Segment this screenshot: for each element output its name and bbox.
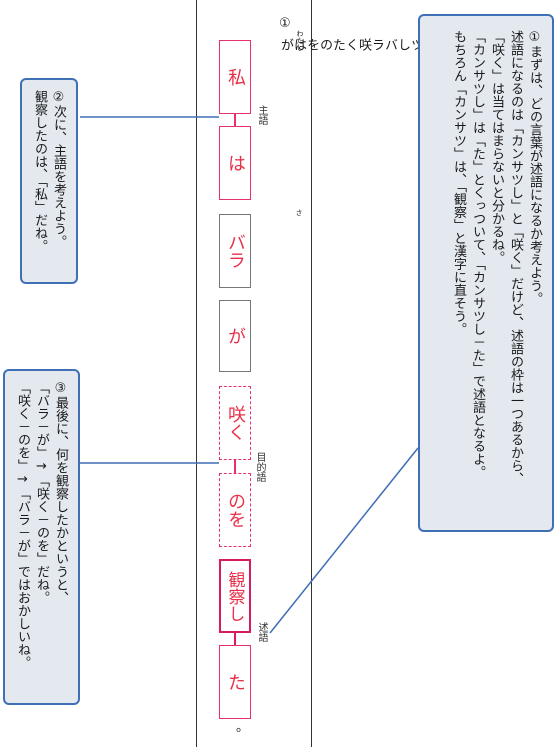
ruby-watashi: わたし [296,30,304,51]
answer-box-wa: は [219,126,251,200]
callout-subject-explanation: ②次に、主語を考えよう。 観察したのは、「私」だね。 [20,78,78,284]
link-watashi-wa [234,114,236,126]
answer-box-nowo: のを [219,473,251,547]
callout-object-explanation: ③最後に、何を観察したかというと、 「バラ－が」→「咲く－のを」だね。 「咲く－… [3,369,80,705]
label-predicate: 述語 [256,622,267,642]
answer-box-kansatsushi: 観察し [219,559,251,633]
answer-box-watashi: 私 [219,40,251,114]
callout-predicate-explanation: ①まずは、どの言葉が述語になるか考えよう。 述語になるのは「カンサツし」と「咲く… [418,14,554,532]
sentence-number: ① [279,16,291,31]
label-object: 目的語 [254,452,265,482]
worksheet-column [196,0,312,747]
label-subject: 主語 [256,105,267,125]
link-saku-nowo [234,460,236,473]
ruby-saku: さ [295,209,303,216]
answer-box-saku: 咲く [219,386,251,460]
sentence-end-mark: 。 [236,720,250,735]
link-kansatsushi-ta [234,633,236,645]
answer-box-ga: が [219,300,251,372]
answer-box-ta: た [219,645,251,719]
answer-box-bara: バラ [219,214,251,288]
